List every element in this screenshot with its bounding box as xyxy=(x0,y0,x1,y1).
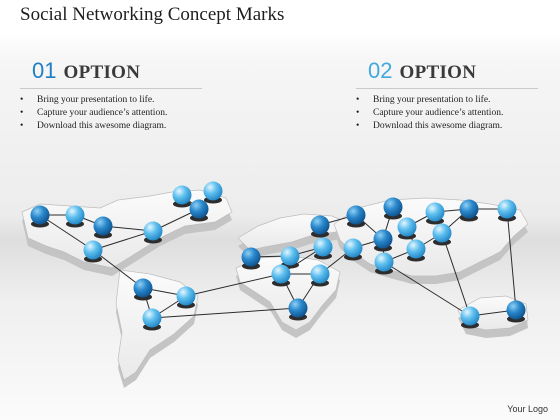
option-number-2: 02 xyxy=(368,58,393,83)
option-heading-2: 02 OPTION xyxy=(356,58,556,84)
blue-sphere-icon xyxy=(425,202,445,225)
blue-sphere-icon xyxy=(343,238,363,261)
slide-title: Social Networking Concept Marks xyxy=(20,4,285,25)
option-number-1: 01 xyxy=(32,58,57,83)
blue-sphere-icon xyxy=(374,252,394,275)
bullet-item: Download this awesome diagram. xyxy=(356,120,556,133)
blue-sphere-icon xyxy=(133,278,153,301)
blue-sphere-icon xyxy=(189,199,209,222)
blue-sphere-icon xyxy=(93,216,113,239)
option-heading-1: 01 OPTION xyxy=(20,58,220,84)
bullet-item: Download this awesome diagram. xyxy=(20,120,220,133)
blue-sphere-icon xyxy=(313,237,333,260)
blue-sphere-icon xyxy=(373,229,393,252)
option-block-1: 01 OPTION Bring your presentation to lif… xyxy=(20,58,220,133)
blue-sphere-icon xyxy=(432,223,452,246)
blue-sphere-icon xyxy=(459,199,479,222)
option-divider-2 xyxy=(356,88,538,89)
blue-sphere-icon xyxy=(497,199,517,222)
blue-sphere-icon xyxy=(310,215,330,238)
option-bullets-1: Bring your presentation to life. Capture… xyxy=(20,94,220,133)
blue-sphere-icon xyxy=(346,205,366,228)
blue-sphere-icon xyxy=(460,306,480,329)
bullet-item: Bring your presentation to life. xyxy=(356,94,556,107)
blue-sphere-icon xyxy=(142,308,162,331)
blue-sphere-icon xyxy=(383,197,403,220)
option-divider-1 xyxy=(20,88,202,89)
blue-sphere-icon xyxy=(83,240,103,263)
option-block-2: 02 OPTION Bring your presentation to lif… xyxy=(356,58,556,133)
blue-sphere-icon xyxy=(310,264,330,287)
blue-sphere-icon xyxy=(506,300,526,323)
option-label-2: OPTION xyxy=(399,62,477,83)
blue-sphere-icon xyxy=(143,221,163,244)
blue-sphere-icon xyxy=(397,217,417,240)
blue-sphere-icon xyxy=(271,264,291,287)
bullet-item: Bring your presentation to life. xyxy=(20,94,220,107)
blue-sphere-icon xyxy=(241,247,261,270)
blue-sphere-icon xyxy=(406,239,426,262)
blue-sphere-icon xyxy=(176,286,196,309)
bullet-item: Capture your audience’s attention. xyxy=(356,107,556,120)
network-nodes xyxy=(30,181,526,331)
option-label-1: OPTION xyxy=(63,62,141,83)
blue-sphere-icon xyxy=(288,298,308,321)
blue-sphere-icon xyxy=(30,205,50,228)
blue-sphere-icon xyxy=(203,181,223,204)
bullet-item: Capture your audience’s attention. xyxy=(20,107,220,120)
blue-sphere-icon xyxy=(65,205,85,228)
option-bullets-2: Bring your presentation to life. Capture… xyxy=(356,94,556,133)
blue-sphere-icon xyxy=(172,185,192,208)
logo-text: Your Logo xyxy=(507,404,548,414)
